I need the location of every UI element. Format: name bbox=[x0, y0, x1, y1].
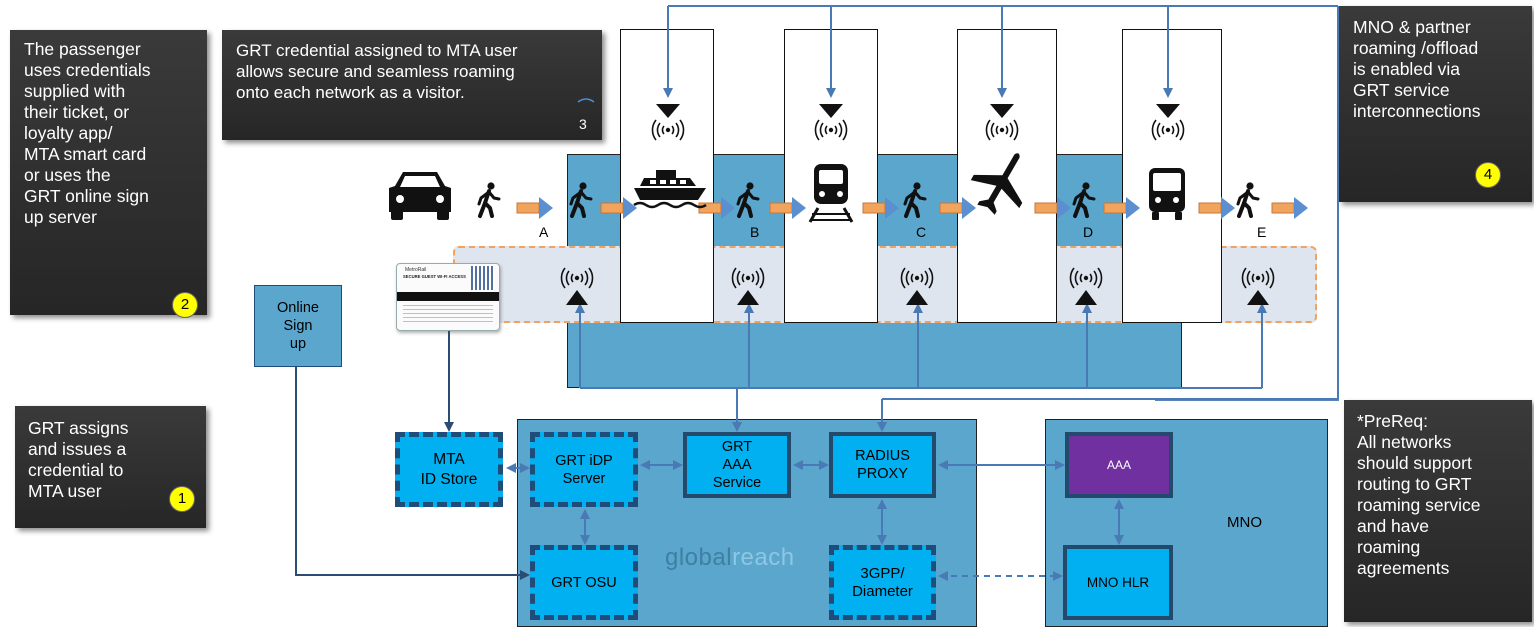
wifi-antenna-icon bbox=[651, 104, 685, 141]
ticket-fineprint bbox=[403, 305, 493, 325]
note-1-badge: 1 bbox=[169, 486, 195, 512]
walker-icon bbox=[1236, 180, 1260, 218]
ferry-icon bbox=[633, 170, 707, 209]
zone-label-d: D bbox=[1083, 224, 1094, 240]
note-grt-assigns: GRT assigns and issues a credential to M… bbox=[15, 406, 206, 528]
top-distribution-lines bbox=[663, 5, 1339, 432]
note-1-text: GRT assigns and issues a credential to M… bbox=[28, 418, 129, 501]
walker-icon bbox=[477, 180, 501, 218]
note-grt-roaming: GRT credential assigned to MTA user allo… bbox=[222, 30, 602, 140]
ticket-qr bbox=[471, 266, 495, 290]
bus-icon bbox=[1149, 168, 1185, 220]
server-links bbox=[506, 460, 1124, 581]
note-3-arc bbox=[577, 98, 595, 103]
mno-label: MNO bbox=[1227, 514, 1262, 531]
mno-aaa: AAA bbox=[1065, 432, 1173, 498]
mta-id-store: MTA ID Store bbox=[395, 432, 503, 507]
walker-icon bbox=[569, 180, 593, 218]
wifi-antenna-icon bbox=[814, 104, 848, 141]
car-icon bbox=[389, 172, 451, 220]
ticket-card-icon: MetroRail SECURE GUEST WI-FI ACCESS bbox=[396, 263, 500, 331]
band-antennas bbox=[560, 267, 1275, 305]
plane-icon bbox=[970, 153, 1023, 215]
note-2-badge: 2 bbox=[172, 292, 198, 318]
walker-icon bbox=[1072, 180, 1096, 218]
walker-icon bbox=[736, 180, 760, 218]
zone-label-a: A bbox=[539, 224, 549, 240]
note-mno-partner: MNO & partner roaming /offload is enable… bbox=[1339, 6, 1532, 202]
wifi-antenna-icon bbox=[900, 267, 934, 305]
grt-aaa-service: GRT AAA Service bbox=[683, 432, 791, 498]
note-2-text: The passenger uses credentials supplied … bbox=[24, 39, 151, 227]
wifi-antenna-icon bbox=[1069, 267, 1103, 305]
radius-proxy: RADIUS PROXY bbox=[829, 432, 936, 498]
3gpp-diameter: 3GPP/ Diameter bbox=[829, 545, 936, 620]
zone-label-b: B bbox=[750, 224, 760, 240]
wifi-antenna-icon bbox=[560, 267, 594, 305]
note-5-text: *PreReq: All networks should support rou… bbox=[1357, 411, 1481, 578]
ticket-title: SECURE GUEST WI-FI ACCESS bbox=[403, 274, 466, 279]
zone-label-e: E bbox=[1257, 224, 1267, 240]
ticket-magstripe bbox=[397, 292, 499, 301]
wifi-antenna-icon bbox=[985, 104, 1019, 141]
note-3-badge: 3 bbox=[579, 116, 587, 132]
signup-to-osu-arrow bbox=[295, 367, 530, 580]
zone-label-c: C bbox=[916, 224, 927, 240]
mno-hlr: MNO HLR bbox=[1063, 545, 1173, 620]
note-4-text: MNO & partner roaming /offload is enable… bbox=[1353, 17, 1481, 121]
wifi-antenna-icon bbox=[731, 267, 765, 305]
pillar-antennas bbox=[651, 104, 1185, 141]
wifi-antenna-icon bbox=[1151, 104, 1185, 141]
note-3-text: GRT credential assigned to MTA user allo… bbox=[236, 41, 518, 102]
globalreach-watermark: globalreach bbox=[665, 544, 795, 572]
walker-icon bbox=[903, 180, 927, 218]
note-prereq: *PreReq: All networks should support rou… bbox=[1344, 400, 1532, 622]
watermark-reach: reach bbox=[732, 544, 795, 571]
note-passenger-credentials: The passenger uses credentials supplied … bbox=[10, 30, 207, 318]
grt-idp-server: GRT iDP Server bbox=[530, 432, 638, 507]
wifi-antenna-icon bbox=[1241, 267, 1275, 305]
note-4-badge: 4 bbox=[1475, 162, 1501, 188]
access-point-bus bbox=[575, 303, 1267, 432]
watermark-global: global bbox=[665, 544, 733, 571]
train-icon bbox=[808, 164, 854, 223]
grt-osu: GRT OSU bbox=[530, 545, 638, 620]
ticket-brand: MetroRail bbox=[405, 267, 427, 273]
online-signup-box: Online Sign up bbox=[254, 285, 342, 367]
